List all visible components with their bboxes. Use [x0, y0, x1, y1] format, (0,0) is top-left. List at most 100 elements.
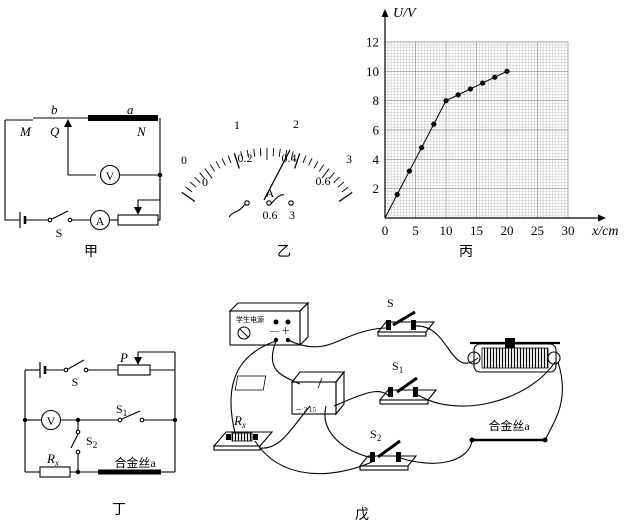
- rheostat: [117, 214, 159, 226]
- fig-wu-apparatus: 学生电源 — ＋ － 3 15 S: [212, 296, 563, 523]
- dial-tick: [246, 149, 250, 158]
- dial-tick: [338, 191, 353, 203]
- chart-grid: [384, 41, 569, 219]
- y-tick-label: 12: [366, 35, 379, 50]
- resistor-Rx-device: Rx: [212, 413, 274, 451]
- x-tick-label: 10: [440, 223, 453, 238]
- dial-tick: [253, 148, 256, 157]
- y-tick-label: 8: [373, 93, 380, 108]
- scale-top-1: 1: [234, 118, 240, 132]
- label-N: N: [136, 124, 147, 139]
- dial-tick: [259, 148, 262, 157]
- wu-switch-S2: S2: [370, 427, 381, 443]
- y-axis-arrow-icon: [381, 9, 389, 17]
- data-point: [492, 74, 498, 80]
- switch-label: S: [56, 226, 63, 240]
- terminal-3-label: 3: [289, 208, 295, 222]
- dial-tick: [328, 172, 335, 180]
- ding-alloy-wire: [98, 469, 161, 475]
- dial-tick: [189, 181, 197, 188]
- dial-tick: [272, 148, 275, 157]
- data-point: [406, 168, 412, 174]
- switch-S1-device: S1: [378, 359, 438, 405]
- label-b: b: [51, 102, 58, 117]
- ding-voltmeter-icon: [40, 409, 62, 431]
- y-tick-label: 4: [373, 152, 380, 167]
- dial-tick: [313, 161, 319, 169]
- caption-wu: 戊: [355, 507, 369, 523]
- scale-top-0: 0: [181, 153, 187, 167]
- scale-bottom-04: 0.4: [282, 151, 297, 165]
- dial-tick: [341, 186, 349, 193]
- ding-label-P: P: [119, 350, 128, 365]
- dial-tick: [215, 161, 221, 169]
- ding-switch-S: S: [72, 375, 79, 389]
- power-supply: 学生电源 — ＋: [228, 301, 310, 347]
- scale-top-3: 3: [346, 152, 352, 166]
- switch-S-device: S: [376, 296, 436, 337]
- scale-bottom-06: 0.6: [316, 174, 331, 188]
- terminal-3: [288, 200, 294, 206]
- wu-switch-S1: S1: [392, 359, 403, 375]
- y-tick-label: 10: [366, 64, 379, 79]
- dial-tick: [240, 151, 244, 160]
- ding-voltmeter-label: V: [47, 414, 56, 428]
- dial-tick: [278, 148, 281, 157]
- ding-switch-S2: S2: [86, 434, 97, 450]
- dial-tick: [290, 151, 294, 160]
- ding-resistor-Rx: [39, 466, 71, 478]
- dial-tick: [204, 168, 213, 179]
- x-axis-arrow-icon: [598, 214, 606, 222]
- caption-yi: 乙: [277, 244, 291, 260]
- ding-label-Rx: Rx: [46, 451, 59, 468]
- data-point: [504, 68, 510, 74]
- meter-needle: [263, 149, 291, 201]
- terminal-label-A: A: [266, 186, 275, 200]
- dial-tick: [321, 168, 330, 179]
- terminal-06-label: 0.6: [263, 208, 278, 222]
- dial-tick: [284, 149, 288, 158]
- voltmeter-terminals-label: － 3 15: [295, 406, 316, 414]
- wu-wires: [230, 325, 563, 475]
- caption-jia: 甲: [84, 245, 98, 260]
- ding-switch-S1: S1: [116, 402, 127, 418]
- dial-tick: [294, 153, 301, 169]
- voltmeter-label: V: [106, 169, 115, 183]
- caption-ding: 丁: [112, 503, 126, 518]
- fig-ding-circuit: S P V S1 S2 Rx 合金丝a 丁: [22, 350, 178, 518]
- dial-tick: [337, 181, 345, 188]
- dial-tick: [318, 164, 325, 172]
- terminal-minus: [244, 200, 250, 206]
- y-tick-label: 2: [373, 181, 380, 196]
- label-a: a: [127, 102, 134, 117]
- y-axis-label: U/V: [393, 6, 417, 21]
- dial-tick: [181, 191, 196, 203]
- dial-tick: [308, 158, 313, 166]
- dial-tick: [199, 172, 206, 180]
- dial-tick: [221, 158, 226, 166]
- wu-wire-label: 合金丝a: [488, 418, 530, 433]
- y-tick-label: 6: [373, 123, 380, 138]
- fig-yi-meter: 1 2 0 3 0 0.2 0.4 0.6 A 0.6 3 乙: [181, 117, 353, 260]
- x-tick-label: 30: [562, 223, 575, 238]
- label-M: M: [19, 124, 32, 139]
- x-tick-label: 25: [531, 223, 544, 238]
- terminal-06: [266, 200, 272, 206]
- wu-switch-S: S: [387, 296, 394, 310]
- dial-tick: [233, 153, 240, 169]
- dial-tick: [185, 186, 193, 193]
- data-point: [480, 80, 486, 86]
- ding-rheostat: [117, 364, 151, 376]
- x-tick-label: 0: [382, 223, 389, 238]
- data-point: [467, 86, 473, 92]
- voltmeter-icon: [99, 164, 121, 186]
- x-tick-label: 20: [501, 223, 514, 238]
- wu-label-Rx: Rx: [233, 413, 246, 430]
- fig-jia-circuit: M N Q b a V S A 甲: [4, 102, 163, 260]
- ammeter-icon: [89, 209, 111, 231]
- data-point: [443, 98, 449, 104]
- ding-wire-label: 合金丝a: [114, 455, 156, 470]
- dial-tick: [194, 176, 201, 184]
